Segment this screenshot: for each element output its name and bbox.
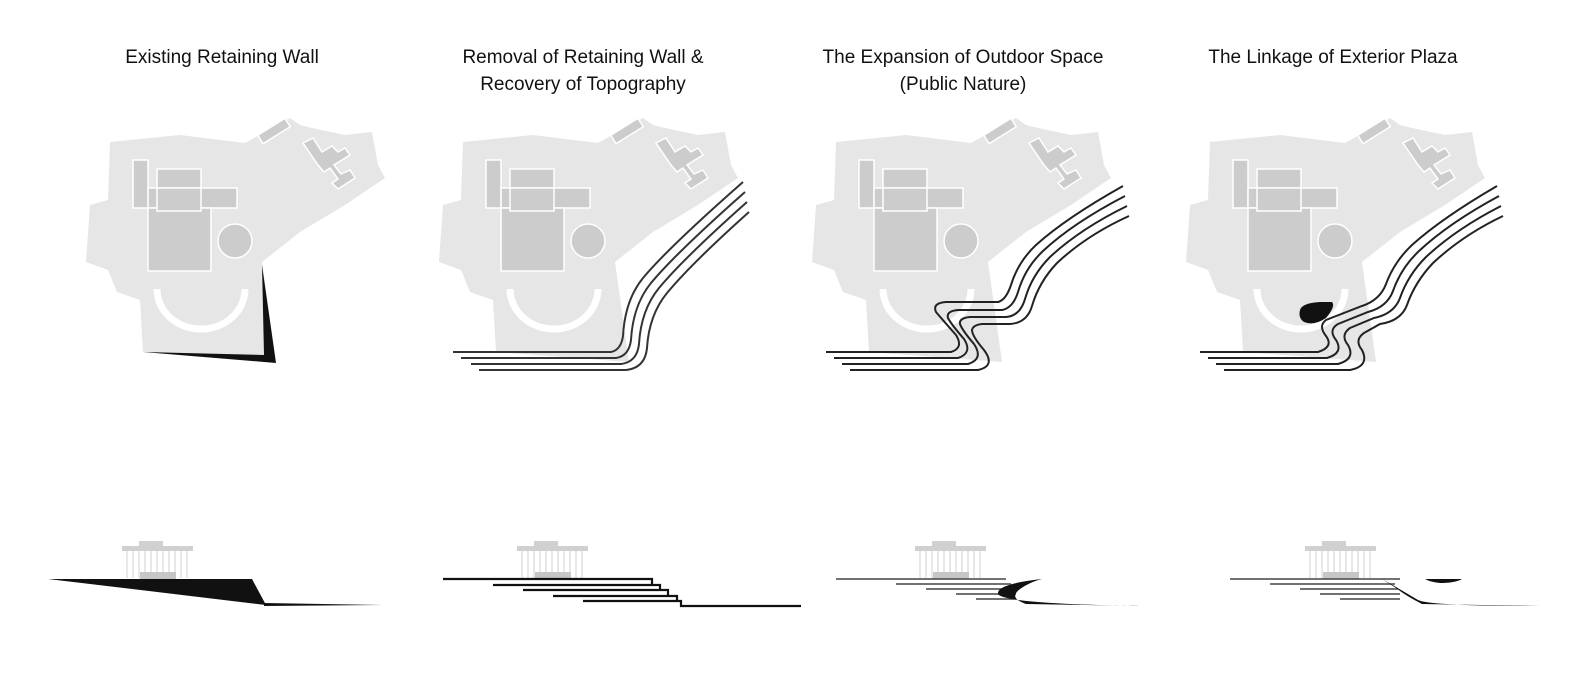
title-line-2: (Public Nature) [899, 74, 1027, 95]
title-line-1: The Expansion of Outdoor Space [822, 47, 1104, 68]
panel-removal [439, 118, 801, 608]
section-plaza [1425, 579, 1462, 583]
section-wall [48, 579, 266, 605]
retaining-wall [143, 265, 276, 363]
panel-title-expansion: The Expansion of Outdoor Space (Public N… [773, 44, 1153, 98]
site-plan [86, 118, 385, 362]
section-lines [836, 578, 1016, 600]
section-building [516, 540, 589, 580]
section-building [1304, 540, 1377, 580]
panel-expansion [812, 118, 1146, 606]
panel-title-linkage: The Linkage of Exterior Plaza [1143, 44, 1523, 71]
section-terraces [443, 577, 801, 608]
panel-title-existing: Existing Retaining Wall [32, 44, 412, 71]
contour-lines [826, 185, 1130, 371]
section-landform [997, 579, 1146, 606]
panel-linkage [1186, 118, 1540, 606]
contour-lines [1200, 185, 1504, 371]
section-lines [1230, 578, 1400, 600]
section-landform [1382, 579, 1540, 606]
section-ground [264, 603, 384, 606]
title-line-2: Recovery of Topography [480, 74, 686, 95]
title-line-1: Existing Retaining Wall [125, 47, 319, 68]
panel-existing [48, 118, 385, 606]
plaza-shape [1299, 302, 1334, 324]
section-building [121, 540, 194, 580]
title-line-1: The Linkage of Exterior Plaza [1208, 47, 1458, 68]
section-building [914, 540, 987, 580]
panel-title-removal: Removal of Retaining Wall & Recovery of … [393, 44, 773, 98]
contour-lines [453, 181, 750, 371]
title-line-1: Removal of Retaining Wall & [462, 47, 704, 68]
